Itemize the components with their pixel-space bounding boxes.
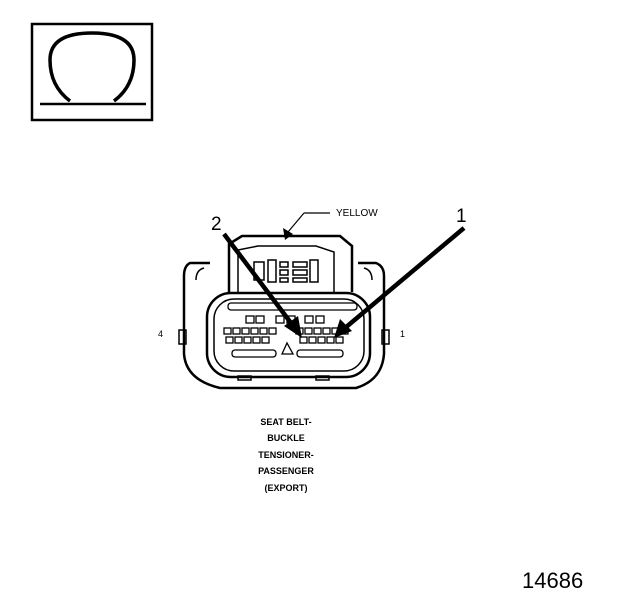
wire-color-label: YELLOW: [336, 208, 378, 219]
connector-name-line: SEAT BELT-: [260, 417, 311, 427]
connector-name-line: (EXPORT): [264, 483, 307, 493]
connector-name-line: TENSIONER-: [258, 450, 314, 460]
connector-name-line: BUCKLE: [267, 433, 305, 443]
callout-label-1: 1: [456, 206, 467, 227]
connector-face: [178, 234, 390, 390]
connector-name: SEAT BELT- BUCKLE TENSIONER- PASSENGER (…: [258, 417, 314, 493]
yellow-leader: [283, 212, 330, 240]
callout-arrow-2: [222, 232, 302, 338]
ohmmeter-symbol-icon: [30, 22, 154, 122]
callout-label-2: 2: [211, 214, 222, 235]
callout-arrow-1: [334, 226, 466, 338]
figure-number: 14686: [522, 568, 583, 593]
pin-label-right: 1: [400, 329, 405, 339]
connector-name-line: PASSENGER: [258, 466, 314, 476]
pin-label-left: 4: [158, 329, 163, 339]
